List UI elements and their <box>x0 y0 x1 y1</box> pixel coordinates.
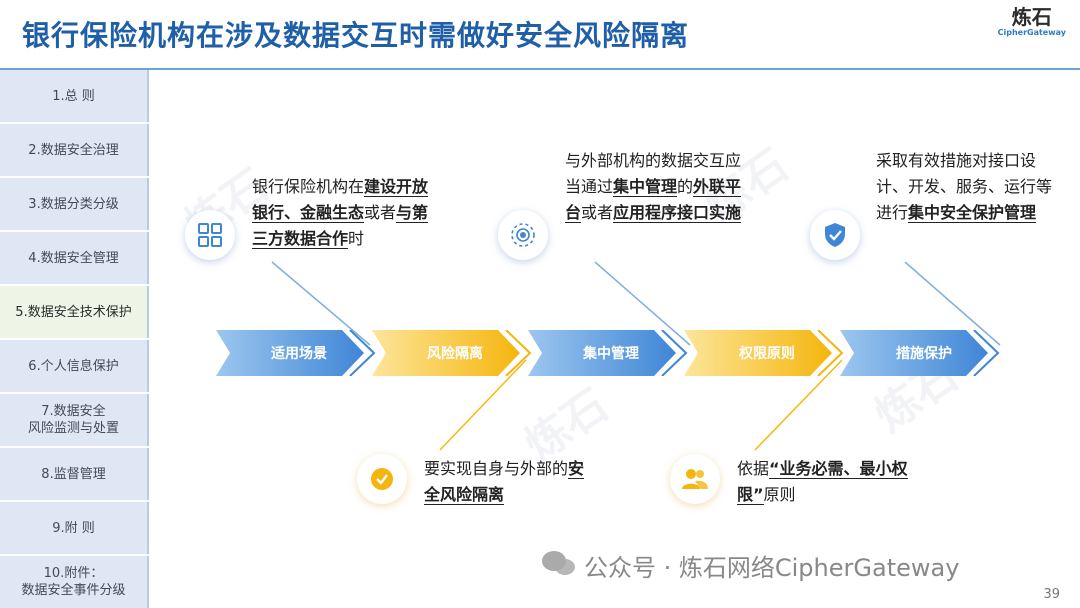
grid-icon <box>185 210 235 260</box>
footer-wechat: 公众号 · 炼石网络CipherGateway <box>584 554 960 582</box>
logo-cn: 炼石 <box>1011 5 1052 29</box>
wechat-icon <box>540 549 576 577</box>
sidebar-nav: 1.总 则 2.数据安全治理 3.数据分类分级 4.数据安全管理 5.数据安全技… <box>0 70 149 608</box>
sidebar-item-risk-monitoring[interactable]: 7.数据安全 风险监测与处置 <box>0 394 149 446</box>
step-label: 权限原则 <box>739 346 795 362</box>
card-isolation-text: 要实现自身与外部的安全风险隔离 <box>424 459 585 505</box>
badge-check-icon <box>357 454 407 504</box>
step-protection: 措施保护 <box>840 330 1002 376</box>
sidebar-item-general[interactable]: 1.总 则 <box>0 70 149 122</box>
step-scope: 适用场景 <box>216 330 376 376</box>
sidebar-item-incident-grading[interactable]: 10.附件： 数据安全事件分级 <box>0 556 149 608</box>
step-isolation: 风险隔离 <box>372 330 532 376</box>
step-label: 适用场景 <box>271 346 327 362</box>
sidebar-item-tech-protection[interactable]: 5.数据安全技术保护 <box>0 286 149 338</box>
card-scope-text: 银行保险机构在建设开放银行、金融生态或者与第三方数据合作时 <box>252 177 429 249</box>
page-title: 银行保险机构在涉及数据交互时需做好安全风险隔离 <box>22 19 690 52</box>
card-permission-text: 依据“业务必需、最小权限”原则 <box>737 459 908 505</box>
step-label: 风险隔离 <box>427 346 483 362</box>
logo-en: CipherGateway <box>997 28 1066 37</box>
users-icon <box>670 454 720 504</box>
network-globe-icon <box>498 210 548 260</box>
sidebar-item-personal-info[interactable]: 6.个人信息保护 <box>0 340 149 392</box>
page-number: 39 <box>1043 587 1060 602</box>
sidebar-item-supervision[interactable]: 8.监督管理 <box>0 448 149 500</box>
step-label: 措施保护 <box>896 346 952 362</box>
card-protection-text: 采取有效措施对接口设计、开发、服务、运行等进行集中安全保护管理 <box>876 151 1053 223</box>
step-permission: 权限原则 <box>684 330 844 376</box>
sidebar-item-management[interactable]: 4.数据安全管理 <box>0 232 149 284</box>
title-divider <box>0 68 1080 70</box>
shield-check-icon <box>810 210 860 260</box>
card-centralized-text: 与外部机构的数据交互应当通过集中管理的外联平台或者应用程序接口实施 <box>565 151 742 223</box>
step-label: 集中管理 <box>583 346 639 362</box>
sidebar-item-classification[interactable]: 3.数据分类分级 <box>0 178 149 230</box>
sidebar-item-appendix[interactable]: 9.附 则 <box>0 502 149 554</box>
brand-logo: 炼石 CipherGateway <box>998 6 1066 37</box>
sidebar-item-governance[interactable]: 2.数据安全治理 <box>0 124 149 176</box>
step-centralized: 集中管理 <box>528 330 688 376</box>
